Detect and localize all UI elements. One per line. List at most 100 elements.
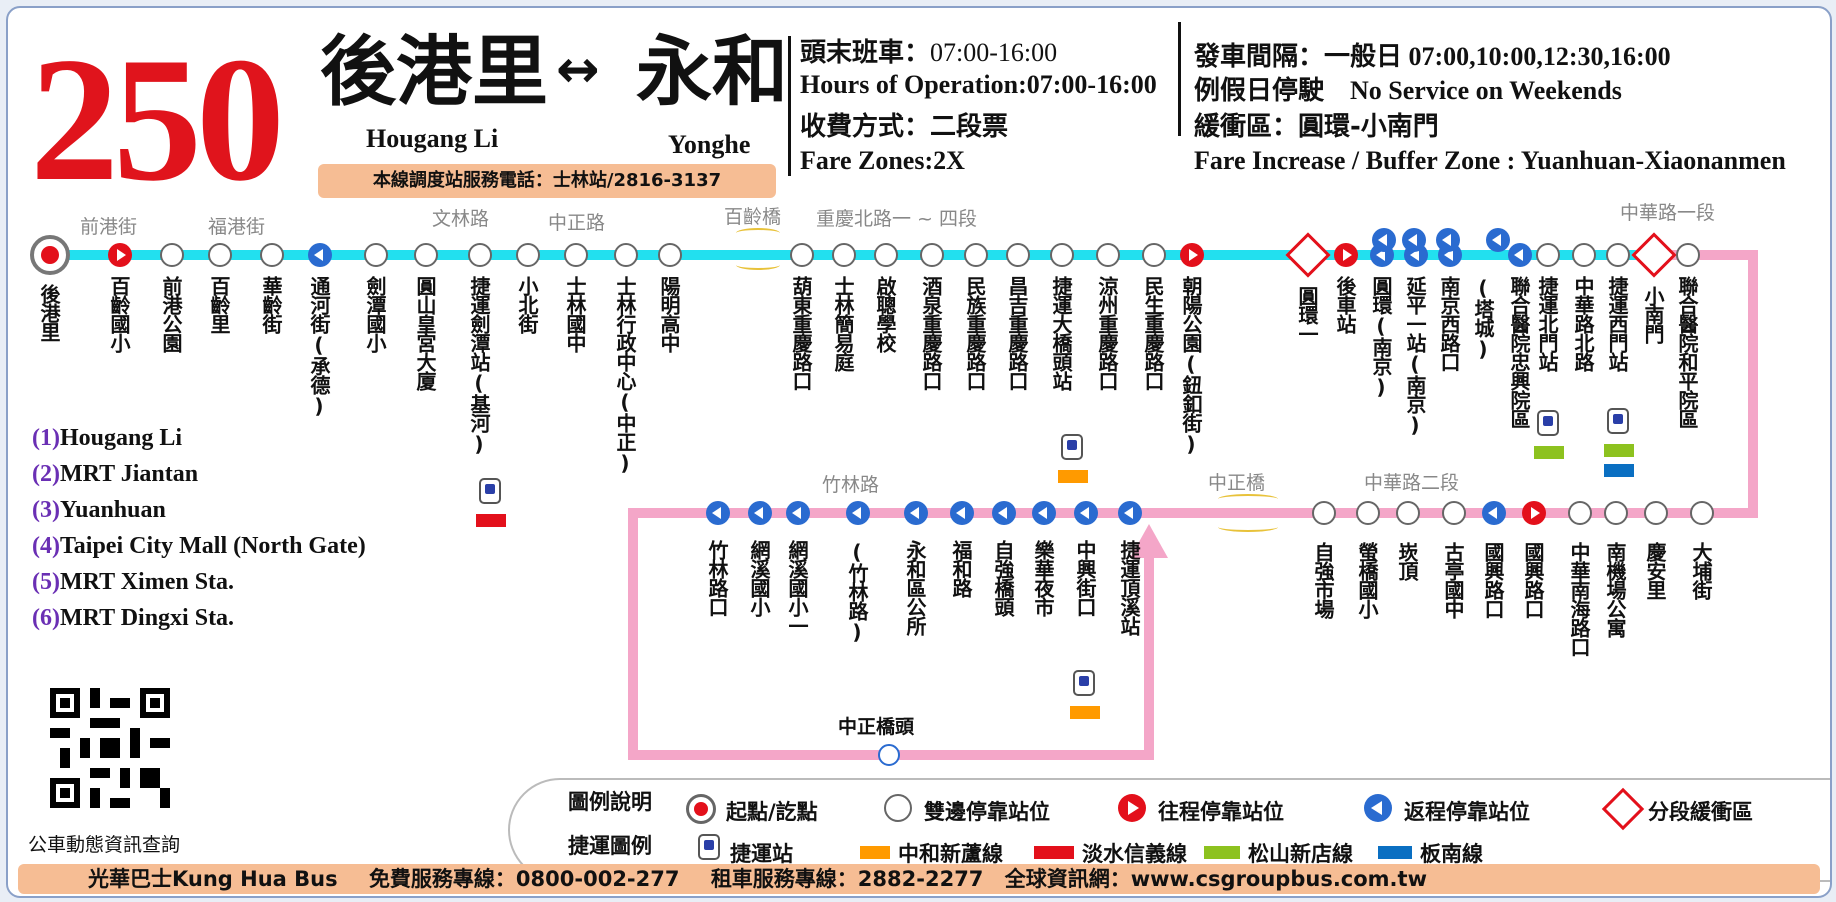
stop-name: 南機場公寓 — [1603, 542, 1627, 637]
footer-free-line: 免費服務專線：0800-002-277 — [368, 867, 680, 891]
stop-name: 大埔街 — [1689, 542, 1713, 599]
both-stop-icon — [1050, 243, 1074, 267]
both-stop-icon — [516, 243, 540, 267]
stop-name: 國興路口 — [1481, 542, 1505, 618]
return-stop-icon — [1402, 228, 1426, 252]
metro-icon — [1073, 670, 1095, 696]
hours-en: Hours of Operation:07:00-16:00 — [800, 70, 1157, 99]
stop-name: 士林簡易庭 — [831, 276, 855, 371]
segment-label: 中正路 — [548, 212, 606, 234]
both-stop-icon — [1142, 243, 1166, 267]
landmark-item: (2)MRT Jiantan — [32, 461, 199, 487]
stop-name: 中興街口 — [1073, 540, 1097, 616]
weekend-zh: 例假日停駛 — [1194, 76, 1325, 106]
stop-name: 酒泉重慶路口 — [919, 276, 943, 390]
interval-value: 07:00,10:00,12:30,16:00 — [1408, 42, 1671, 71]
both-stop-icon — [1690, 501, 1714, 525]
route-number: 250 — [30, 20, 285, 218]
metro-line-swatch — [1058, 470, 1088, 483]
return-line-middle — [628, 508, 1758, 518]
stop-name: 後車站 — [1333, 276, 1357, 333]
segment-label: 重慶北路一 ~ 四段 — [816, 208, 977, 230]
both-stop-icon — [468, 243, 492, 267]
both-stop-icon — [414, 243, 438, 267]
legend-line-red: 淡水信義線 — [1082, 842, 1187, 866]
legend-line-green: 松山新店線 — [1248, 842, 1353, 866]
metro-icon — [698, 834, 720, 860]
stop-name: 慶安里 — [1643, 542, 1667, 599]
stop-name: 捷運大橋頭站 — [1049, 276, 1073, 390]
stop-name: 劍潭國小 — [363, 276, 387, 352]
line-green-swatch — [1204, 846, 1240, 859]
legend-line-blue: 板南線 — [1420, 842, 1483, 866]
footer-bar: 光華巴士Kung Hua Bus 免費服務專線：0800-002-277 租車服… — [18, 864, 1820, 894]
return-stop-icon — [1436, 228, 1460, 252]
stop-name: 民生重慶路口 — [1141, 276, 1165, 390]
stop-name: 延平一站(南京) — [1403, 276, 1427, 436]
metro-line-swatch — [1604, 444, 1634, 457]
stop-name: 中華南海路口 — [1567, 542, 1591, 656]
footer-website[interactable]: 全球資訊網：www.csgroupbus.com.tw — [1004, 867, 1427, 891]
return-line-up — [1144, 548, 1154, 760]
stop-name: 網溪國小 — [747, 540, 771, 616]
qr-code-icon[interactable] — [50, 688, 170, 808]
both-stop-icon — [160, 243, 184, 267]
return-stop-icon — [904, 501, 928, 525]
stop-name: 涼州重慶路口 — [1095, 276, 1119, 390]
outbound-stop-icon — [1118, 794, 1146, 822]
stop-name: 朝陽公園(鈕釦街) — [1179, 276, 1203, 455]
stop-name: 永和區公所 — [903, 540, 927, 635]
both-stop-icon — [364, 243, 388, 267]
landmark-item: (4)Taipei City Mall (North Gate) — [32, 533, 366, 559]
fare-en: Fare Zones:2X — [800, 146, 965, 175]
stop-name: 陽明高中 — [657, 276, 681, 352]
stop-name: 古亭國中 — [1441, 542, 1465, 618]
return-stop-icon — [950, 501, 974, 525]
metro-icon — [479, 478, 501, 504]
both-stop-icon — [1312, 501, 1336, 525]
stop-name: 後港里 — [37, 284, 61, 341]
stop-name: 啟聰學校 — [873, 276, 897, 352]
both-stop-icon — [564, 243, 588, 267]
outbound-stop-icon — [1334, 243, 1358, 267]
buffer-en: Fare Increase / Buffer Zone : Yuanhuan-X… — [1194, 146, 1786, 175]
legend-metro-title: 捷運圖例 — [568, 834, 652, 858]
bridge-icon — [1218, 494, 1278, 504]
outbound-stop-icon — [108, 243, 132, 267]
origin-en: Hougang Li — [366, 124, 499, 153]
outbound-line — [56, 250, 1756, 260]
divider — [788, 36, 791, 176]
return-stop-icon — [878, 744, 900, 766]
landmark-item: (6)MRT Dingxi Sta. — [32, 605, 235, 631]
metro-line-swatch — [1070, 706, 1100, 719]
line-blue-swatch — [1378, 846, 1412, 859]
legend-buffer: 分段緩衝區 — [1648, 800, 1753, 824]
metro-icon — [1537, 410, 1559, 436]
buffer-zone-icon — [1631, 232, 1677, 278]
buffer-zh: 緩衝區：圓環-小南門 — [1194, 112, 1439, 142]
both-stop-icon — [1644, 501, 1668, 525]
stop-name: 聯合醫院忠興院區 — [1507, 276, 1531, 428]
stop-name: 小南門 — [1641, 286, 1665, 343]
stop-name: 中華路北路 — [1571, 276, 1595, 371]
both-stop-icon — [964, 243, 988, 267]
segment-label: 百齡橋 — [724, 206, 782, 228]
route-map-board: 250 後港里 ↔ 永和 Hougang Li Yonghe 本線調度站服務電話… — [6, 6, 1832, 898]
stop-name: 網溪國小一 — [785, 540, 809, 635]
first-last-label: 頭末班車： — [800, 38, 931, 68]
destination-title: 永和 — [636, 27, 788, 116]
stop-name: 華齡街 — [259, 276, 283, 333]
terminal-stop-icon — [30, 235, 70, 275]
bridge-icon — [1218, 522, 1278, 532]
footer-rent-line: 租車服務專線：2882-2277 — [710, 867, 984, 891]
return-stop-icon — [786, 501, 810, 525]
divider — [1178, 22, 1181, 136]
segment-label: 中華路二段 — [1364, 472, 1460, 494]
both-stop-icon — [884, 794, 912, 822]
stop-name: 捷運頂溪站 — [1117, 540, 1141, 635]
stop-name: 福和路 — [949, 540, 973, 597]
return-stop-icon — [1364, 794, 1392, 822]
legend-ret: 返程停靠站位 — [1404, 800, 1530, 824]
stop-name: 南京西路口 — [1437, 276, 1461, 371]
stop-name: 前港公園 — [159, 276, 183, 352]
